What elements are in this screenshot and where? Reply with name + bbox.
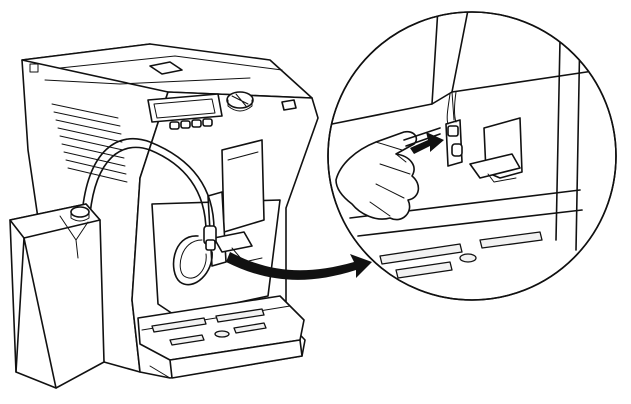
control-buttons [169, 118, 213, 130]
arrow-right-icon [410, 132, 444, 154]
milk-hose-icon [81, 137, 217, 286]
display-panel [147, 93, 223, 123]
hand-icon [335, 127, 441, 221]
milk-carton-icon [9, 203, 105, 389]
curved-arrow-icon [226, 252, 372, 280]
coffee-machine-icon [21, 43, 319, 379]
drip-tray-slots [151, 308, 267, 346]
rotary-knob [226, 91, 254, 112]
vent-slots [51, 103, 128, 183]
magnifier-circle-icon [327, 11, 617, 301]
